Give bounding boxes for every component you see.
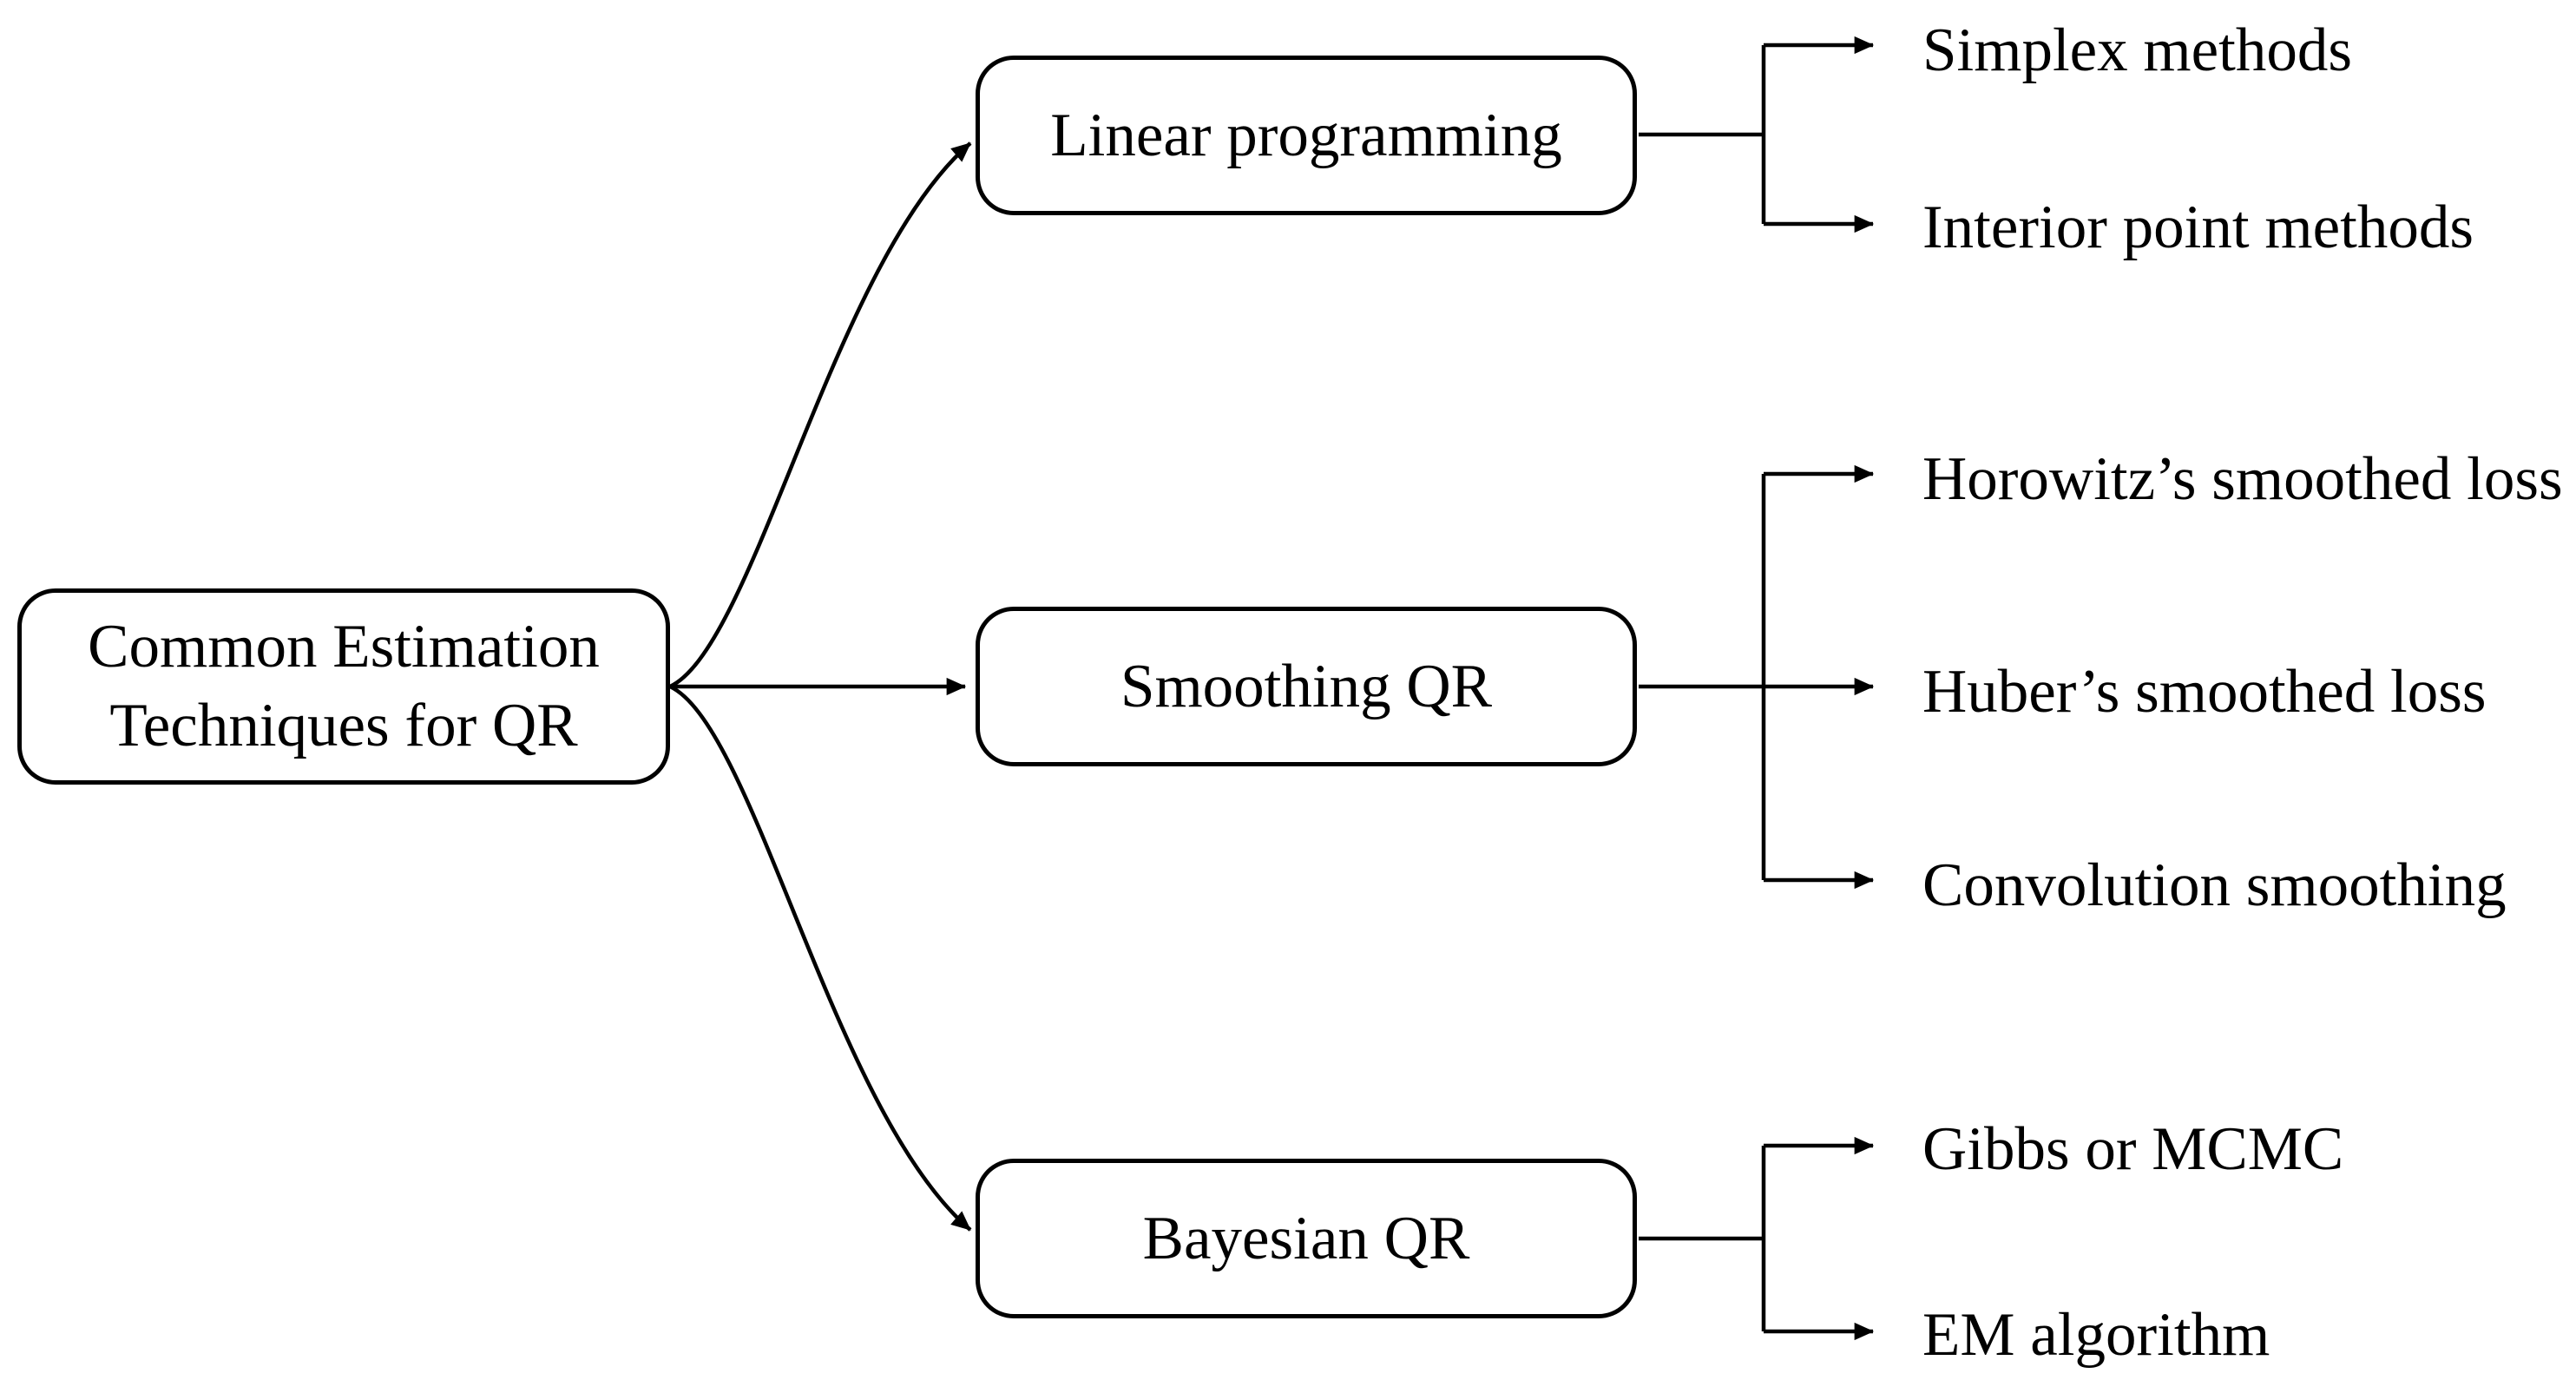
branch-node-smoothing-qr-label: Smoothing QR [1120,652,1493,720]
root-node-label-line1: Common Estimation [88,613,600,681]
leaf-label-huber-smoothed-loss: Huber’s smoothed loss [1922,657,2487,726]
branch-node-smoothing-qr: Smoothing QR [976,607,1637,766]
leaf-label-convolution-smoothing: Convolution smoothing [1922,851,2507,919]
branch-node-linear-programming: Linear programming [976,56,1637,215]
root-node-label-line2: Techniques for QR [109,692,578,759]
leaf-label-em-algorithm: EM algorithm [1922,1300,2270,1369]
root-node-label: Common Estimation Techniques for QR [88,608,600,766]
branch-node-bayesian-qr-label: Bayesian QR [1142,1204,1470,1272]
branch-node-linear-programming-label: Linear programming [1050,101,1562,169]
branch-node-bayesian-qr: Bayesian QR [976,1159,1637,1318]
leaf-label-horowitz-smoothed-loss: Horowitz’s smoothed loss [1922,444,2563,513]
leaf-label-gibbs-or-mcmc: Gibbs or MCMC [1922,1114,2344,1183]
leaf-label-interior-point-methods: Interior point methods [1922,193,2474,261]
root-node: Common Estimation Techniques for QR [17,588,670,785]
leaf-label-simplex-methods: Simplex methods [1922,16,2353,84]
edge-root-to-linear-programming [669,141,972,689]
edge-root-to-bayesian-qr [669,684,972,1232]
